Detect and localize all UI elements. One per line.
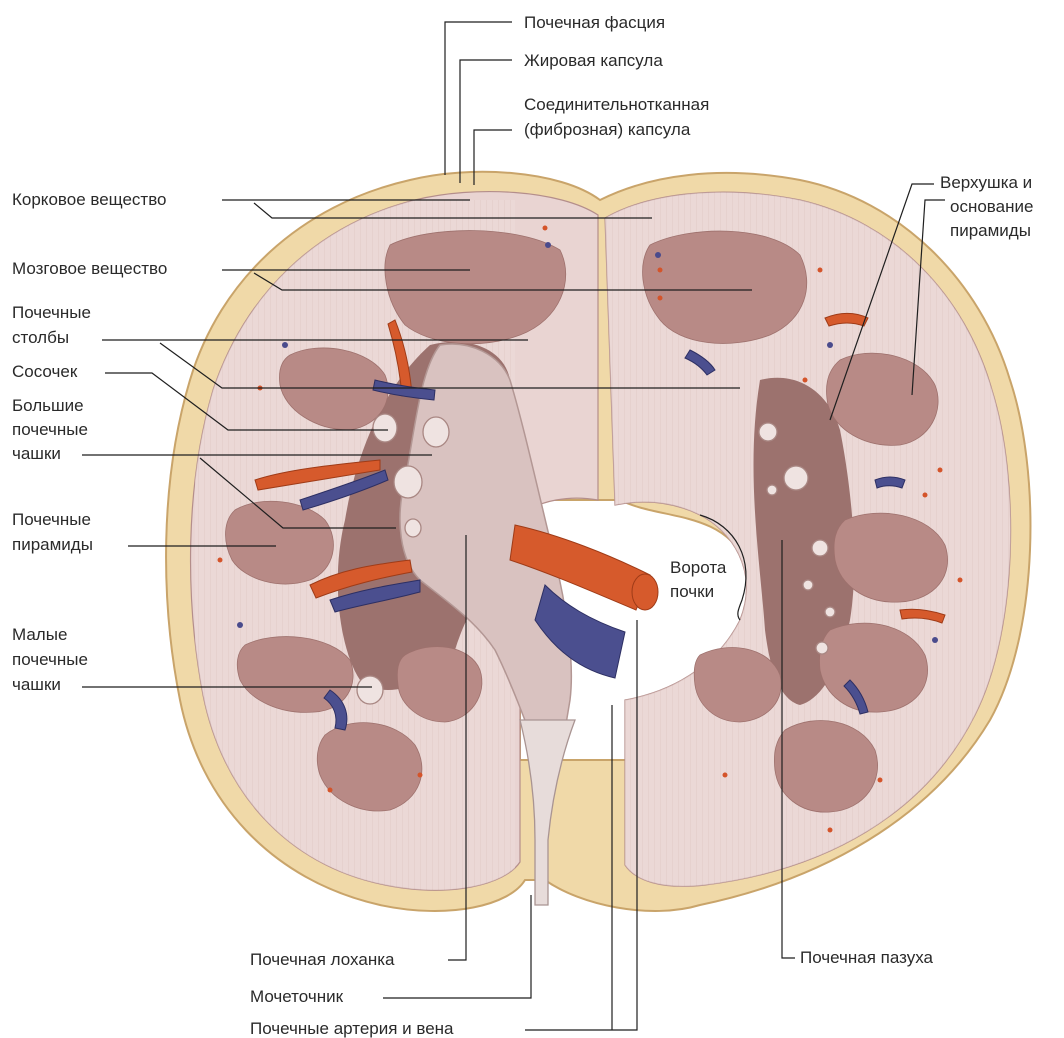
calyx-left-2: [423, 417, 449, 447]
leader-fat-capsule: [460, 60, 512, 183]
label-minor-calyces-2: почечные: [12, 650, 88, 669]
label-hilum-1: Ворота: [670, 558, 727, 577]
label-renal-columns-1: Почечные: [12, 303, 91, 322]
leader-renal-fascia: [445, 22, 512, 175]
calyx-right-1: [759, 423, 777, 441]
calyx-right-5: [803, 580, 813, 590]
pyramid-right-top: [643, 231, 807, 343]
label-renal-columns-2: столбы: [12, 328, 69, 347]
label-major-calyces-1: Большие: [12, 396, 84, 415]
calyx-left-4: [405, 519, 421, 537]
calyx-right-2: [784, 466, 808, 490]
label-renal-sinus: Почечная пазуха: [800, 948, 934, 967]
calyx-left-5: [357, 676, 383, 704]
calyx-left-3: [394, 466, 422, 498]
label-renal-fascia: Почечная фасция: [524, 13, 665, 32]
calyx-right-6: [825, 607, 835, 617]
label-ureter: Мочеточник: [250, 987, 344, 1006]
artery-lumen: [632, 574, 658, 610]
label-apex-base-3: пирамиды: [950, 221, 1031, 240]
label-apex-base-1: Верхушка и: [940, 173, 1032, 192]
label-major-calyces-3: чашки: [12, 444, 61, 463]
calyx-right-3: [767, 485, 777, 495]
label-apex-base-2: основание: [950, 197, 1033, 216]
label-renal-pyramids-2: пирамиды: [12, 535, 93, 554]
calyx-left-1: [373, 414, 397, 442]
pyramid-right-bottom: [774, 720, 877, 812]
label-papilla: Сосочек: [12, 362, 78, 381]
label-medulla: Мозговое вещество: [12, 259, 167, 278]
calyx-right-4: [812, 540, 828, 556]
label-renal-pelvis: Почечная лоханка: [250, 950, 395, 969]
label-hilum-2: почки: [670, 582, 714, 601]
label-cortex: Корковое вещество: [12, 190, 167, 209]
label-minor-calyces-3: чашки: [12, 675, 61, 694]
label-renal-pyramids-1: Почечные: [12, 510, 91, 529]
label-fibrous-capsule-2: (фиброзная) капсула: [524, 120, 691, 139]
label-fibrous-capsule-1: Соединительнотканная: [524, 95, 709, 114]
label-fat-capsule: Жировая капсула: [524, 51, 663, 70]
kidney-illustration: [166, 172, 1030, 911]
label-major-calyces-2: почечные: [12, 420, 88, 439]
calyx-right-7: [816, 642, 828, 654]
label-minor-calyces-1: Малые: [12, 625, 67, 644]
label-renal-vessels: Почечные артерия и вена: [250, 1019, 454, 1038]
